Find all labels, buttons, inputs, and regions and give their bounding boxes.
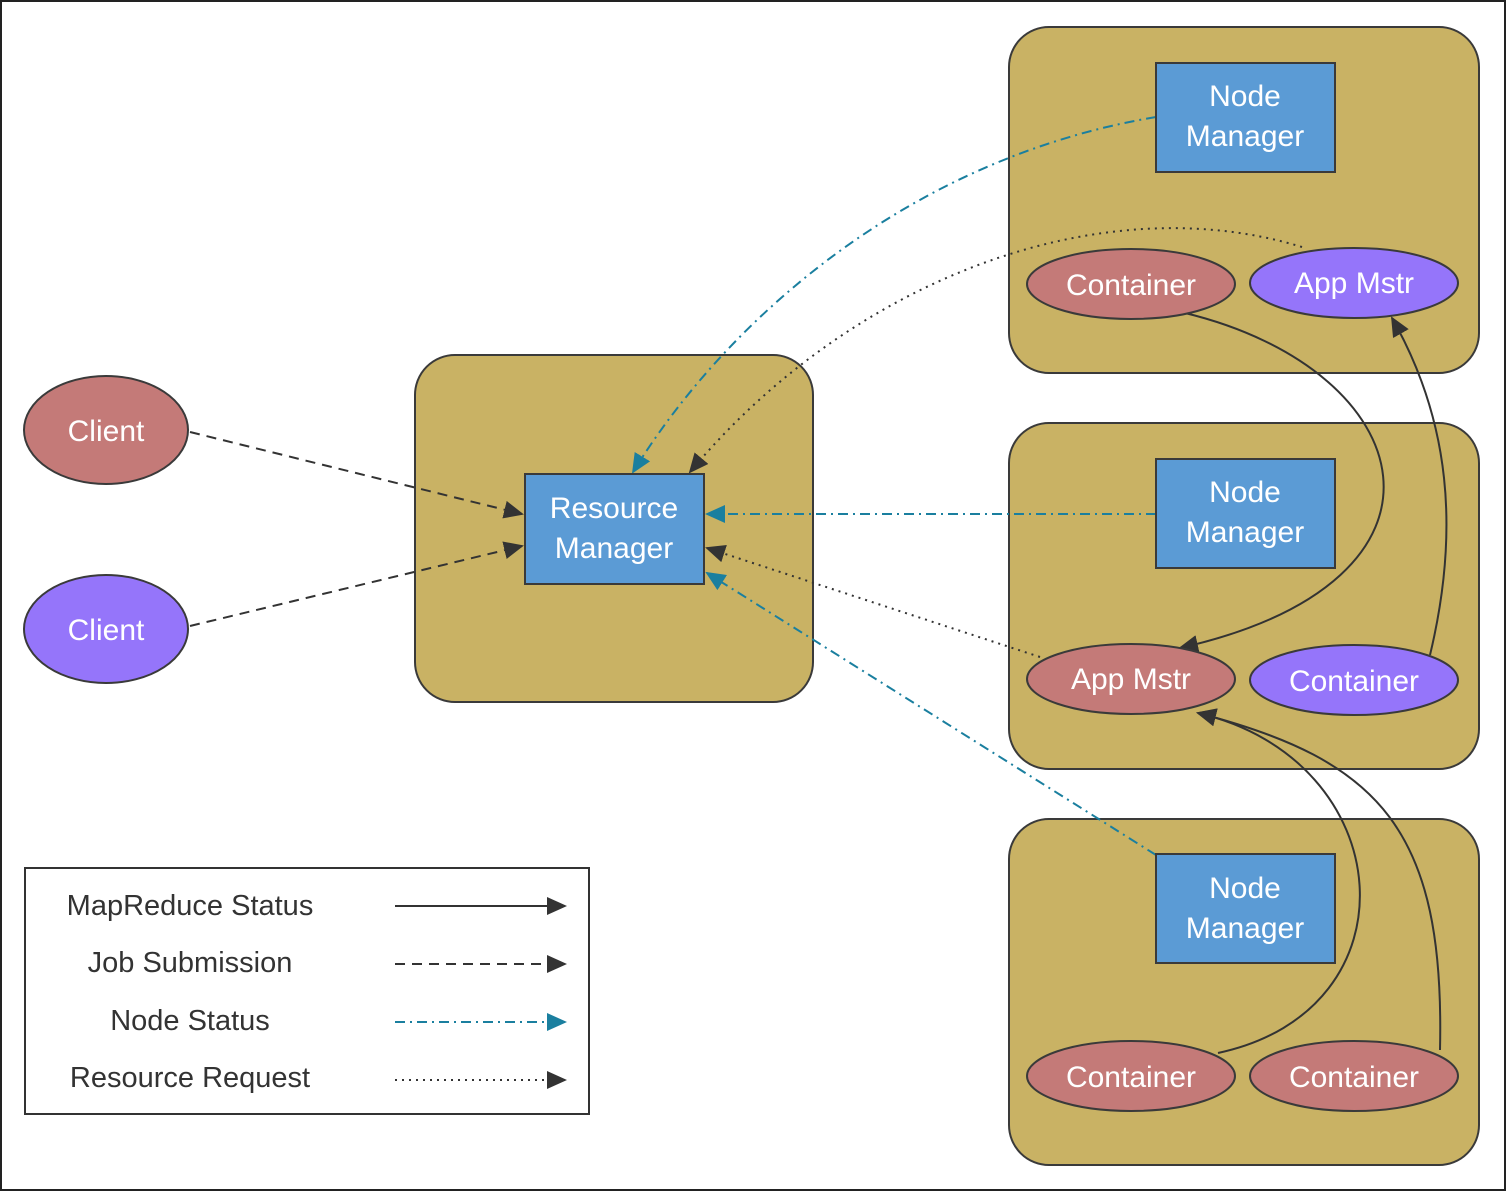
node-status-edge-3 [705,571,1157,856]
node-status-edge-1 [631,116,1157,474]
node-manager-2-label-line1: Node [1209,476,1281,509]
container-3-label: Container [1066,1061,1196,1094]
legend-job-submission-label: Job Submission [88,947,293,979]
resource-manager: Resource Manager [524,473,705,585]
app-mstr-2: App Mstr [1026,643,1236,715]
legend-box [24,867,590,1115]
resource-request-edge-2 [705,545,1041,658]
container-3: Container [1026,1040,1236,1112]
legend-mapreduce-status-label: MapReduce Status [67,890,314,922]
job-submission-edge-2 [189,541,524,627]
mapreduce-status-edge-2 [1391,316,1448,656]
resource-manager-label-line2: Manager [555,532,673,565]
node-manager-2: Node Manager [1155,458,1336,569]
client-red: Client [23,375,189,485]
client-purple-label: Client [68,614,145,647]
client-purple: Client [23,574,189,684]
app-mstr-1: App Mstr [1249,247,1459,319]
container-2: Container [1249,644,1459,716]
node-manager-3-label-line1: Node [1209,872,1281,905]
legend: MapReduce Status Job Submission Node Sta… [24,867,590,1115]
node-manager-2-label-line2: Manager [1186,516,1304,549]
mapreduce-status-edge-4 [1196,708,1442,1051]
container-4: Container [1249,1040,1459,1112]
node-manager-3-label-line2: Manager [1186,912,1304,945]
node-manager-3: Node Manager [1155,853,1336,964]
container-1: Container [1026,248,1236,320]
job-submission-edge-1 [189,431,524,519]
mapreduce-status-edge-3 [1196,708,1361,1054]
container-1-label: Container [1066,269,1196,302]
resource-manager-label-line1: Resource [550,492,678,525]
container-4-label: Container [1289,1061,1419,1094]
legend-resource-request-label: Resource Request [70,1062,310,1094]
container-2-label: Container [1289,665,1419,698]
mapreduce-status-edge-1 [1178,312,1385,653]
node-manager-1-label-line2: Manager [1186,120,1304,153]
app-mstr-1-label: App Mstr [1294,267,1414,300]
node-manager-1: Node Manager [1155,62,1336,173]
client-red-label: Client [68,415,145,448]
app-mstr-2-label: App Mstr [1071,663,1191,696]
legend-node-status-label: Node Status [110,1005,270,1037]
node-manager-1-label-line1: Node [1209,80,1281,113]
